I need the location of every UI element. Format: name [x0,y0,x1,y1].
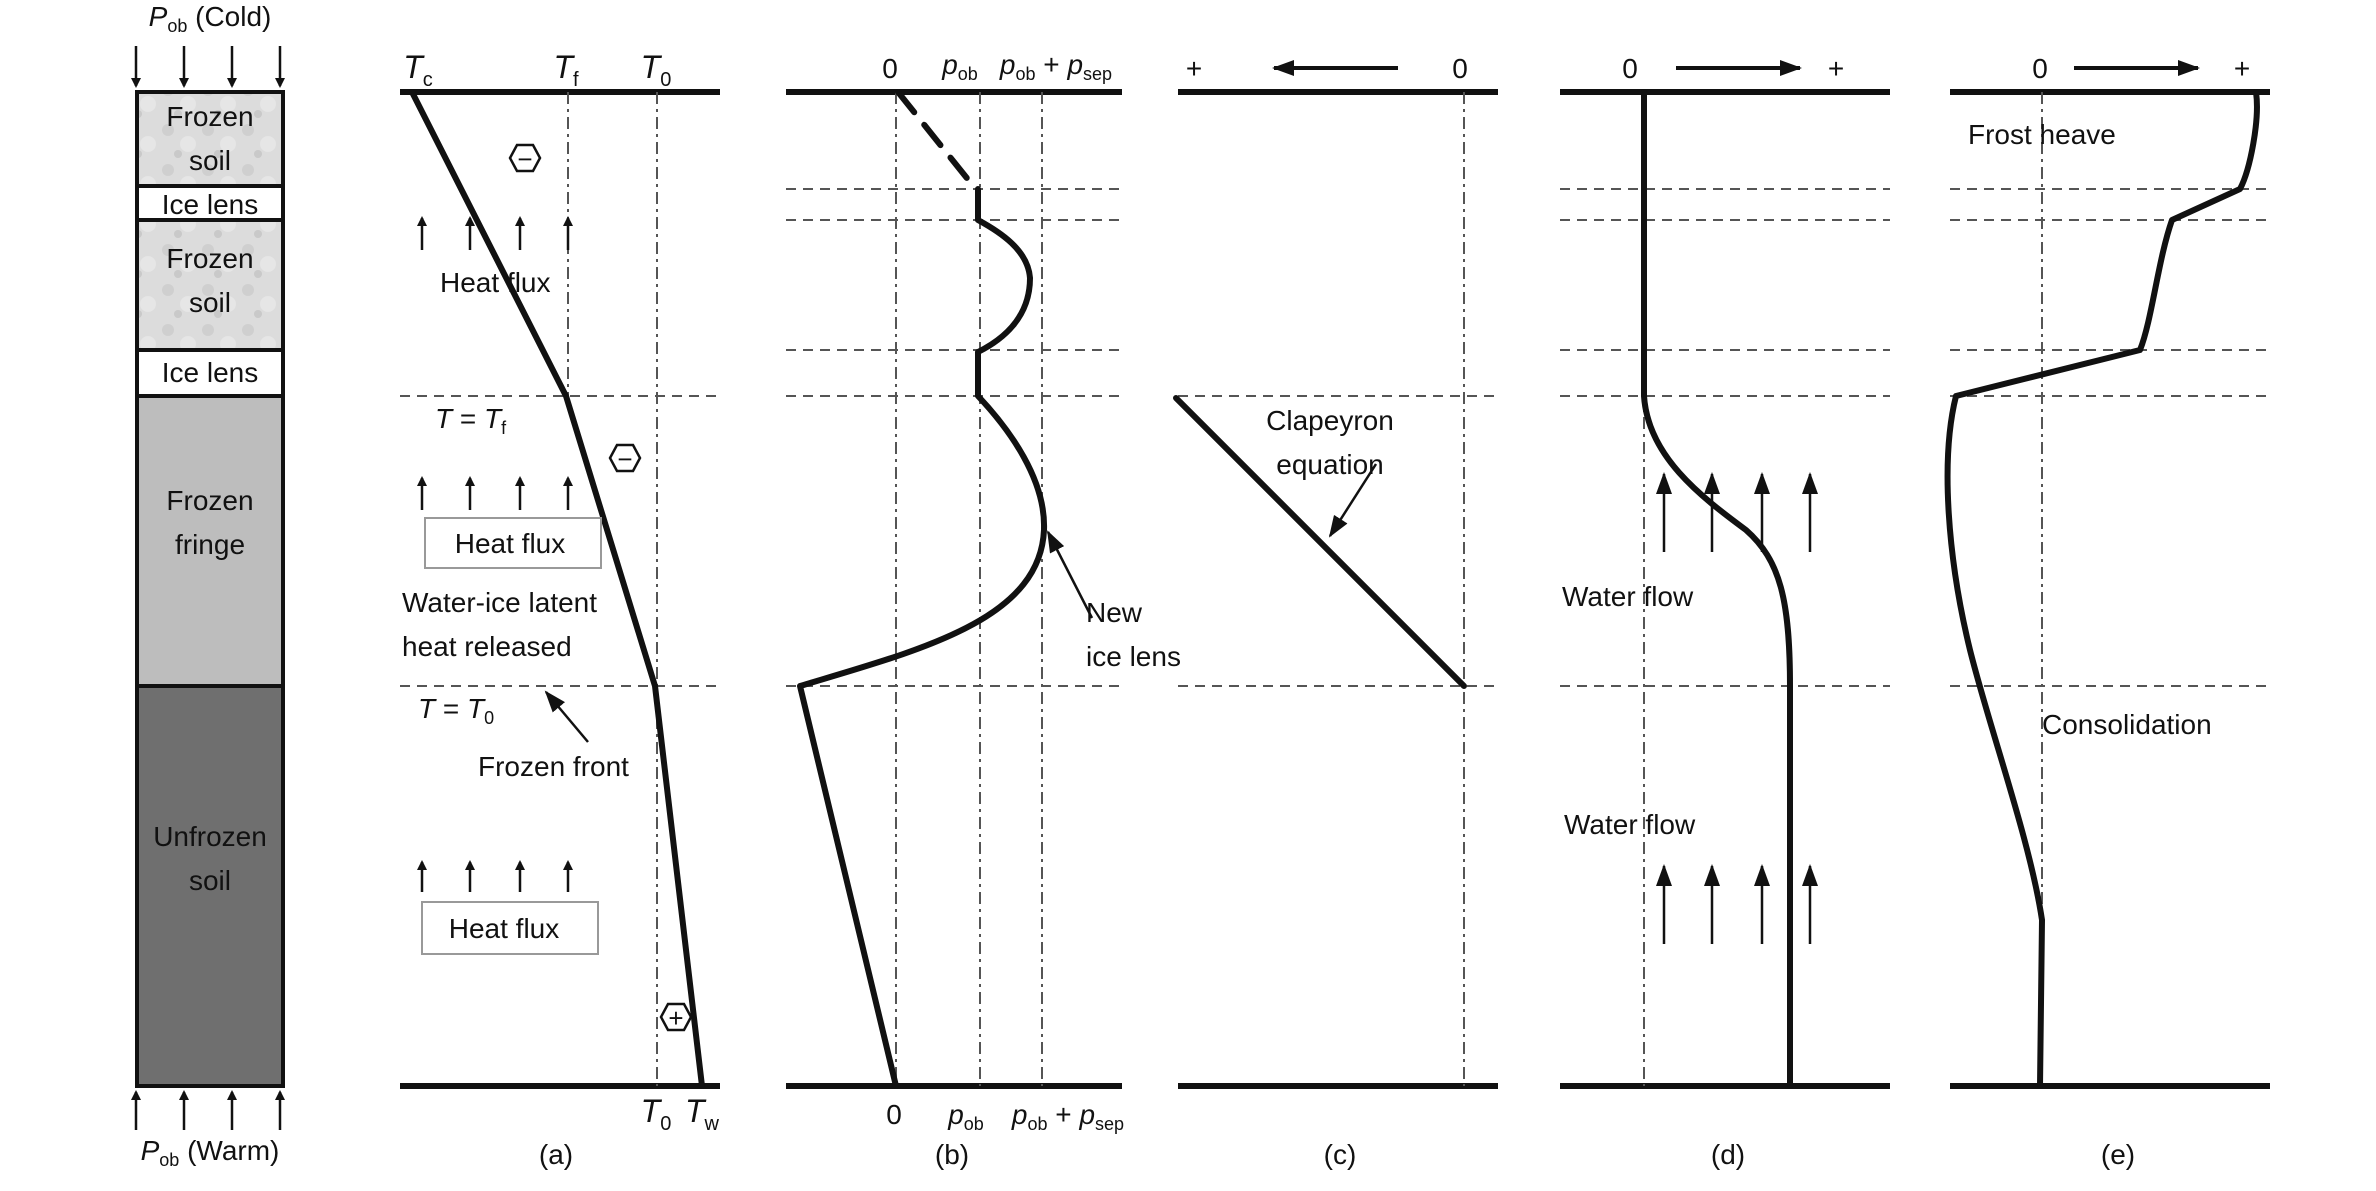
layer-frozen-fringe [137,396,283,686]
heat-flux-label-3: Heat flux [449,913,560,944]
layer-unfrozen-soil [137,686,283,1086]
tick-T0-bottom: T0 [641,1093,672,1135]
layer-ice-lens-1 [137,186,283,220]
panel-c-caption: (c) [1324,1139,1357,1170]
tick-Tf: Tf [553,49,579,91]
tick-zero-bottom: 0 [886,1099,902,1130]
new-ice-lens-pointer [1046,530,1094,619]
tick-pob-psep-bottom: pob + psep [1011,1099,1124,1134]
panel-a-caption: (a) [539,1139,573,1170]
interface-lines [400,188,2270,687]
water-flux-profile [1641,89,1793,1089]
frozen-front-label: Frozen front [478,751,629,782]
heat-flux-arrows-3 [417,860,573,892]
panel-c-plus-label: + [1186,53,1202,84]
pressure-profile [797,186,1048,1089]
panel-b-caption: (b) [935,1139,969,1170]
layer-label-frozen-soil-1b: soil [189,145,231,176]
panel-e-plus-label: + [2234,53,2250,84]
layer-label-frozen-soil-1a: Frozen [166,101,253,132]
latent-heat-label-1: Water-ice latent [402,587,597,618]
svg-text:−: − [617,444,632,474]
layer-label-frozen-soil-2a: Frozen [166,243,253,274]
t-eq-t0-label: T = T0 [418,693,494,728]
tick-T0-top: T0 [641,49,672,91]
panel-c-clapeyron: + 0 Clapeyron equation (c) [1173,53,1498,1170]
layer-frozen-soil-1 [137,92,283,186]
layer-label-unfrozen-soil-b: soil [189,865,231,896]
panel-a-temperature: Tc Tf T0 T0 Tw − − + Heat flux T = Tf [400,49,720,1170]
panel-d-caption: (d) [1711,1139,1745,1170]
tick-Tw: Tw [685,1093,720,1135]
heat-flux-box-3 [421,901,599,955]
soil-column: Pob (Cold) Frozen soil Ice lens Frozen s… [131,1,285,1170]
heat-flux-box-2 [424,517,602,569]
layer-label-unfrozen-soil-a: Unfrozen [153,821,267,852]
panel-d-zero-label: 0 [1622,53,1638,84]
bottom-load-label: Pob (Warm) [141,1135,280,1170]
layer-label-frozen-fringe-a: Frozen [166,485,253,516]
tick-pob-psep-top: pob + psep [999,49,1112,84]
tick-pob-top: pob [941,49,978,84]
tick-pob-bottom: pob [947,1099,984,1134]
minus-sign-icon-2: − [608,443,642,474]
layer-label-ice-lens-2: Ice lens [162,357,259,388]
heave-profile [1944,89,2260,1089]
frozen-front-pointer [544,690,589,743]
tick-Tc: Tc [403,49,433,91]
temperature-profile [409,89,705,1089]
heat-flux-label-1: Heat flux [440,267,551,298]
tick-zero-top: 0 [882,53,898,84]
consolidation-label: Consolidation [2042,709,2212,740]
water-flow-label-1: Water flow [1562,581,1694,612]
svg-text:+: + [668,1003,683,1033]
new-ice-lens-label-2: ice lens [1086,641,1181,672]
pressure-profile-dashed [895,89,973,185]
bottom-load-arrows [131,1090,285,1130]
t-eq-tf-label: T = Tf [435,403,507,438]
frost-heave-label: Frost heave [1968,119,2116,150]
panel-d-water-flow: 0 + Water flow Water flow (d) [1560,53,1890,1170]
clapeyron-label-1: Clapeyron [1266,405,1394,436]
panel-d-plus-label: + [1828,53,1844,84]
water-flow-arrows-1 [1656,472,1818,552]
panel-c-zero-label: 0 [1452,53,1468,84]
clapeyron-pointer [1328,463,1378,538]
water-flow-arrows-2 [1656,864,1818,944]
panel-e-zero-label: 0 [2032,53,2048,84]
top-load-label: Pob (Cold) [149,1,272,36]
panel-b-pressure: 0 pob pob + psep 0 pob pob + psep New ic… [786,49,1181,1170]
panel-e-heave: 0 + Frost heave Consolidation (e) [1944,53,2270,1170]
panel-e-caption: (e) [2101,1139,2135,1170]
layer-frozen-soil-2 [137,220,283,350]
heat-flux-arrows-1 [417,216,573,250]
minus-sign-icon: − [508,143,542,174]
svg-text:−: − [517,144,532,174]
clapeyron-line [1173,395,1467,689]
new-ice-lens-label-1: New [1086,597,1143,628]
plus-sign-icon: + [659,1002,693,1033]
heat-flux-arrows-2 [417,476,573,510]
clapeyron-label-2: equation [1276,449,1383,480]
water-flow-label-2: Water flow [1564,809,1696,840]
top-load-arrows [131,46,285,88]
column-outline [135,90,285,1088]
layer-label-frozen-soil-2b: soil [189,287,231,318]
latent-heat-label-2: heat released [402,631,572,662]
layer-ice-lens-2 [137,350,283,396]
heat-flux-label-2: Heat flux [455,528,566,559]
layer-label-frozen-fringe-b: fringe [175,529,245,560]
layer-label-ice-lens-1: Ice lens [162,189,259,220]
